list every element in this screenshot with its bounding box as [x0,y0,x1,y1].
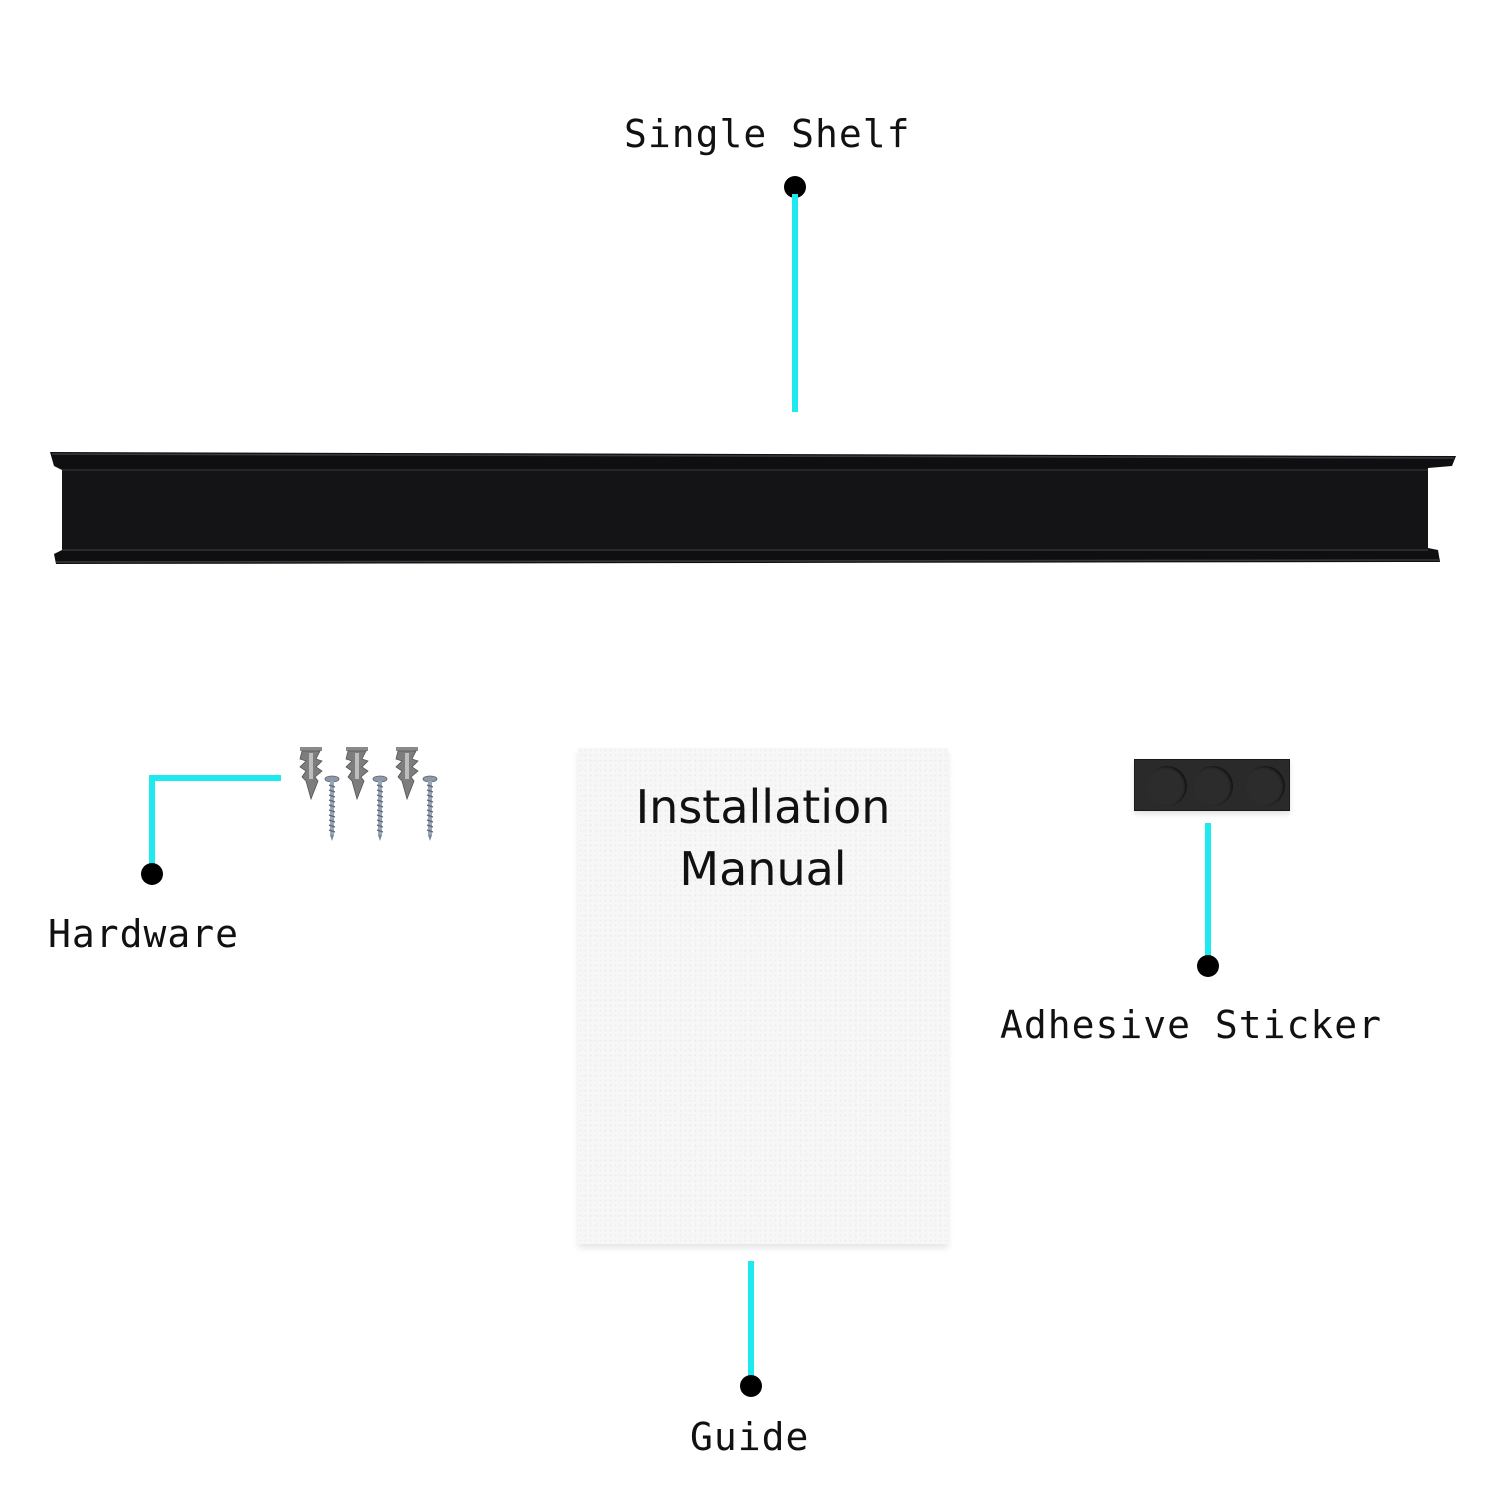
adhesive-sticker-image [1134,759,1290,811]
hardware-leader-line-horizontal [149,775,281,781]
hardware-leader-line-vertical [149,775,155,867]
manual-title-line2: Manual [679,842,847,896]
shelf-leader-line [792,194,798,412]
manual-title: Installation Manual [578,776,948,900]
manual-title-line1: Installation [635,780,891,834]
sticker-pad-icon [1245,766,1285,806]
sticker-callout-dot [1197,955,1219,977]
sticker-pad-icon [1147,766,1187,806]
shelf-label: Single Shelf [624,112,911,156]
hardware-label: Hardware [48,912,240,956]
sticker-pad-icon [1193,766,1233,806]
sticker-label: Adhesive Sticker [1000,1003,1383,1047]
hardware-callout-dot [141,863,163,885]
guide-leader-line [748,1261,754,1379]
guide-callout-dot [740,1375,762,1397]
floating-shelf-image [48,450,1458,566]
guide-label: Guide [690,1415,810,1459]
sticker-leader-line [1205,823,1211,959]
shelf-callout-dot [784,176,806,198]
screws-and-anchors-icon [299,746,438,842]
hardware-image [296,745,446,845]
installation-manual-image: Installation Manual [578,748,948,1244]
shelf-icon [50,452,1456,564]
